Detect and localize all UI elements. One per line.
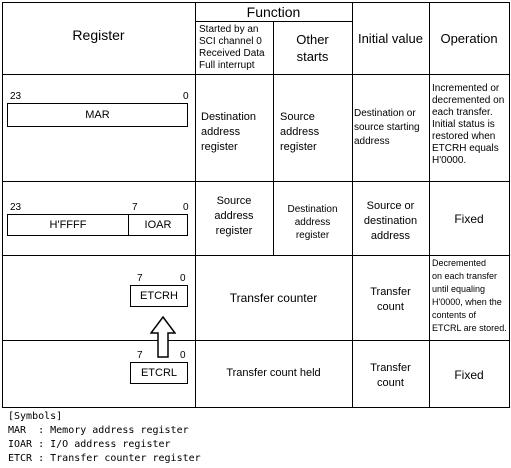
other-starts-header: Other starts: [296, 32, 329, 64]
transfer-arrow-icon: [150, 316, 176, 358]
mar-operation: Incremented or decremented on each trans…: [432, 83, 505, 166]
register-header: Register: [72, 27, 125, 43]
ioar-other-function: Destination address register: [287, 204, 338, 241]
mar-bit-low: 0: [183, 91, 189, 102]
symbol-mar: MAR : Memory address register: [8, 425, 189, 436]
etcrl-initial-value: Transfer count: [370, 362, 411, 389]
etcrh-bit-low: 0: [180, 273, 186, 284]
initial-value-header: Initial value: [357, 31, 424, 46]
etcrh-function: Transfer counter: [229, 291, 318, 305]
etcrh-register: ETCRH: [130, 285, 188, 307]
ioar-initial-value: Source or destination address: [363, 200, 418, 242]
mar-bit-high: 23: [10, 91, 22, 102]
etcrl-bit-low: 0: [180, 350, 186, 361]
ioar-operation: Fixed: [454, 212, 484, 226]
mar-sci-function: Destination address register: [201, 111, 257, 153]
ioar-bit-high: 23: [10, 202, 22, 213]
etcrh-initial-value: Transfer count: [370, 286, 411, 313]
function-header: Function: [246, 4, 301, 20]
etcrl-bit-high: 7: [137, 350, 143, 361]
etcrl-operation: Fixed: [454, 368, 484, 382]
etcrl-register: ETCRL: [130, 362, 188, 384]
etcrh-operation: Decremented on each transfer until equal…: [432, 258, 507, 333]
symbols-title: [Symbols]: [8, 411, 63, 422]
symbol-ioar: IOAR : I/O address register: [8, 439, 171, 450]
sci-started-header: Started by an SCI channel 0 Received Dat…: [199, 24, 265, 71]
symbol-etcr: ETCR : Transfer counter register: [8, 453, 201, 464]
ioar-upper-register: H'FFFF: [7, 214, 129, 236]
ioar-register: IOAR: [128, 214, 188, 236]
etcrh-bit-high: 7: [137, 273, 143, 284]
ioar-sci-function: Source address register: [214, 195, 254, 237]
mar-initial-value: Destination or source starting address: [354, 108, 420, 147]
ioar-bit-low: 0: [183, 202, 189, 213]
ioar-bit-mid: 7: [132, 202, 138, 213]
mar-other-function: Source address register: [280, 111, 320, 153]
mar-register: MAR: [7, 103, 188, 127]
etcrl-function: Transfer count held: [226, 367, 321, 379]
operation-header: Operation: [440, 31, 498, 46]
